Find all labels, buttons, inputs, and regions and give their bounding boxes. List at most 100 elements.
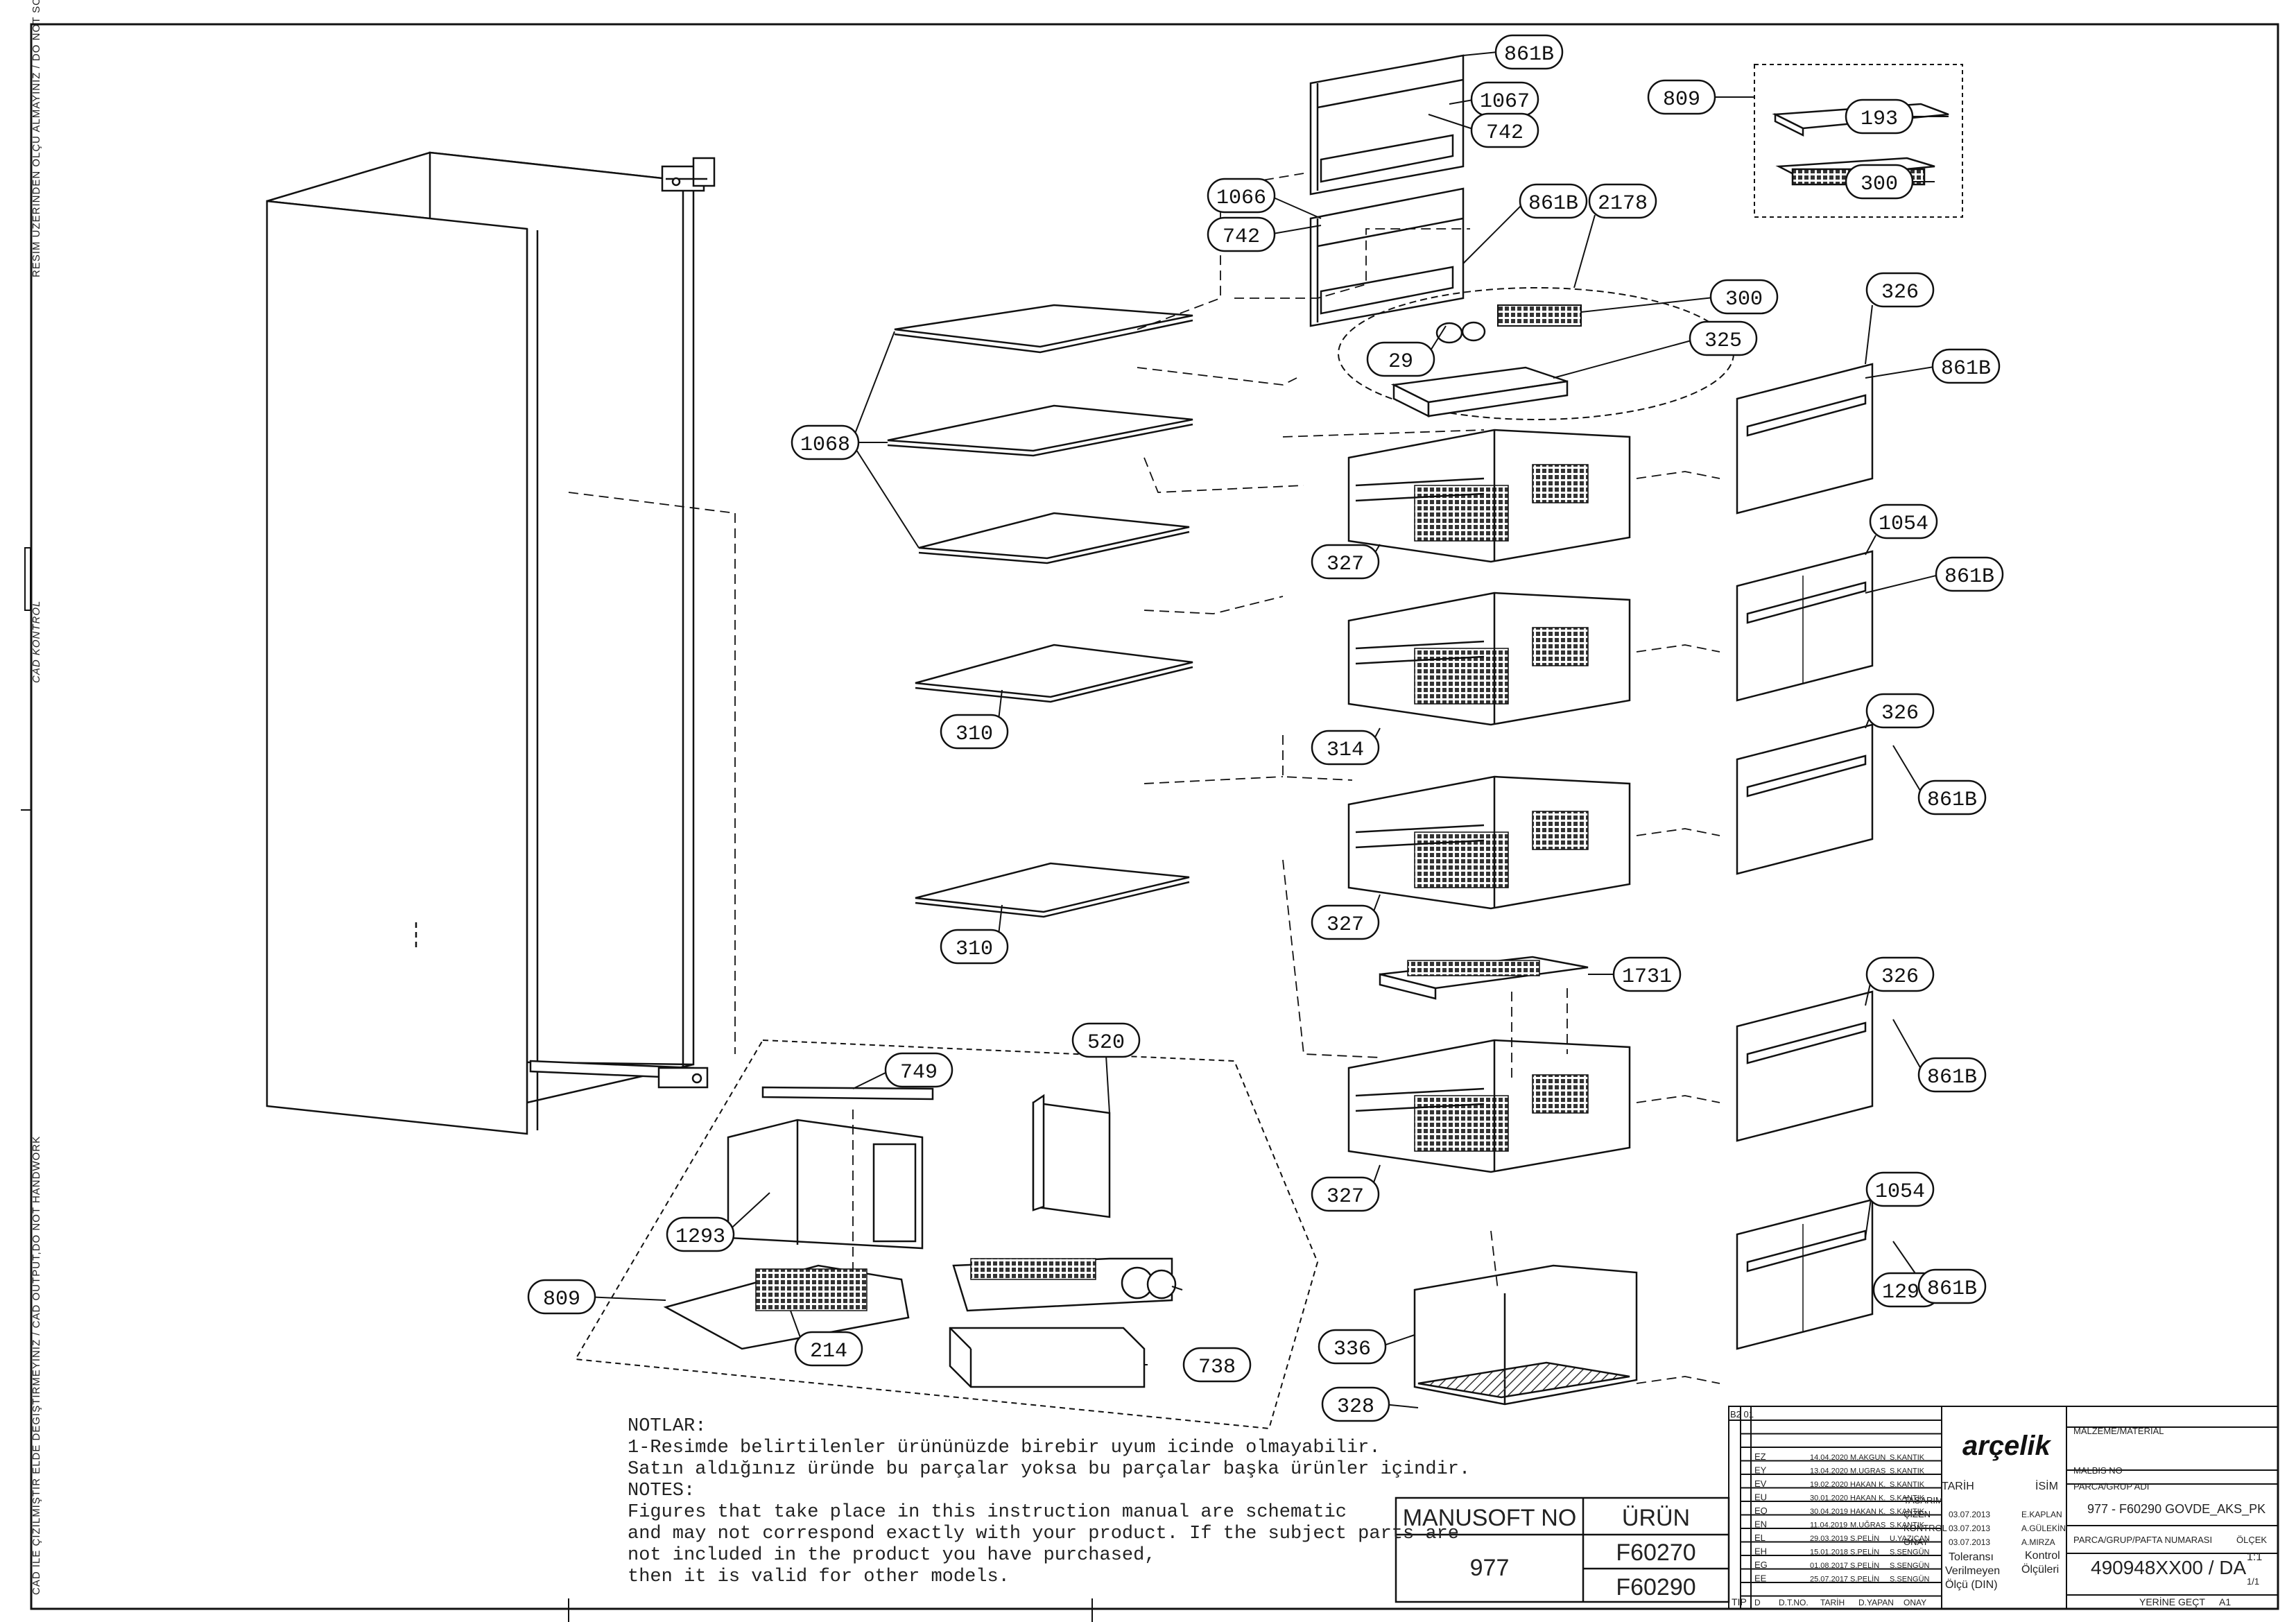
fan-group-parts [663, 1086, 1177, 1388]
kontrol-olcu-1: Kontrol [2025, 1550, 2060, 1562]
revision-code: EU [1754, 1492, 1767, 1503]
revision-by: S.PELİN [1850, 1534, 1879, 1543]
revision-date: 11.04.2019 [1810, 1521, 1847, 1530]
notes-line-1: 1-Resimde belirtilenler ürününüzde bireb… [628, 1438, 1381, 1458]
callout-label: 326 [1881, 281, 1919, 304]
callout-label: 1054 [1879, 512, 1928, 536]
callout-27: 861B [1917, 1057, 1987, 1093]
callout-label: 328 [1337, 1395, 1374, 1419]
callout-label: 326 [1881, 965, 1919, 989]
sheet-size: A1 [2219, 1596, 2231, 1607]
callout-19: 314 [1311, 730, 1380, 766]
callout-label: 809 [543, 1288, 580, 1311]
callout-36: 1054 [1865, 1171, 1935, 1207]
callout-label: 327 [1327, 913, 1364, 937]
revision-ok: S.KANTIK [1890, 1508, 1925, 1516]
callout-24: 310 [940, 929, 1009, 965]
callout-label: 310 [956, 938, 993, 961]
title-block [1728, 1406, 2279, 1610]
callout-22: 310 [940, 714, 1009, 750]
callout-label: 1054 [1875, 1180, 1925, 1204]
freezer-drawers [1347, 429, 1638, 1406]
revision-code: EE [1754, 1573, 1767, 1584]
revision-by: M.AKGUN [1850, 1453, 1885, 1462]
revision-code: EL [1754, 1533, 1766, 1543]
product-2: F60290 [1616, 1574, 1695, 1601]
notes-line-3: Figures that take place in this instruct… [628, 1502, 1347, 1523]
callout-label: 749 [900, 1061, 938, 1085]
callout-28: 749 [884, 1052, 953, 1088]
foot-tip: TIP [1732, 1596, 1747, 1607]
callout-2: 742 [1470, 112, 1539, 148]
callout-label: 300 [1725, 288, 1763, 311]
product-1: F60270 [1616, 1539, 1695, 1566]
revision-code: EY [1754, 1465, 1767, 1476]
callout-label: 325 [1704, 329, 1742, 353]
revision-ok: S.SENGÜN [1890, 1548, 1930, 1557]
callout-label: 861B [1927, 1277, 1977, 1301]
callout-label: 861B [1944, 565, 1994, 589]
callout-label: 29 [1388, 350, 1413, 374]
door-rack-fronts [1309, 54, 1465, 327]
revision-date: 15.01.2018 [1810, 1548, 1848, 1557]
foot-d: D [1754, 1598, 1761, 1607]
revision-date: 14.04.2020 [1810, 1453, 1848, 1462]
foot-onay: ONAY [1904, 1598, 1926, 1607]
onay-name: A.MIRZA [2021, 1537, 2055, 1547]
callout-37: 861B [1917, 1268, 1987, 1304]
callout-label: 1068 [800, 433, 850, 457]
revision-date: 30.01.2020 [1810, 1494, 1848, 1503]
malbis-label: MALBIS NO [2073, 1465, 2123, 1476]
callout-label: 861B [1927, 1066, 1977, 1089]
callout-label: 327 [1327, 1185, 1364, 1209]
isim-head: İSİM [2035, 1479, 2058, 1492]
callout-label: 336 [1333, 1338, 1371, 1361]
callout-14: 861B [1931, 348, 2001, 384]
revision-ok: S.SENGÜN [1890, 1576, 1930, 1584]
parca-name: 977 - F60290 GOVDE_AKS_PK [2087, 1502, 2265, 1517]
revision-date: 25.07.2017 [1810, 1576, 1848, 1584]
callout-17: 1054 [1869, 503, 1938, 540]
drawer-fronts [1736, 363, 1874, 1350]
part-number: 490948XX00 / DA [2091, 1557, 2246, 1578]
revision-date: 13.04.2020 [1810, 1467, 1848, 1476]
olcek-label: ÖLÇEK [2236, 1535, 2267, 1545]
callout-label: 327 [1327, 553, 1364, 576]
callout-39: 328 [1321, 1386, 1390, 1422]
revision-by: HAKAN K. [1850, 1481, 1885, 1489]
callout-35: 738 [1182, 1347, 1252, 1383]
callout-label: 193 [1861, 107, 1898, 131]
callout-4: 742 [1207, 216, 1276, 252]
revision-code: EN [1754, 1519, 1767, 1530]
cizen-label: ÇİZEN [1904, 1509, 1931, 1519]
cizen-date: 03.07.2013 [1949, 1510, 1990, 1519]
callout-label: 861B [1528, 192, 1578, 216]
revision-ok: S.KANTIK [1890, 1467, 1925, 1476]
callout-25: 1731 [1612, 956, 1682, 992]
revision-by: S.PELİN [1850, 1548, 1879, 1557]
kontrol-label: KONTROL [1904, 1523, 1947, 1533]
olcek-value: 1:1 [2247, 1551, 2262, 1563]
revision-code: EV [1754, 1478, 1767, 1489]
revision-date: 01.08.2017 [1810, 1562, 1848, 1570]
callout-18: 861B [1935, 556, 2004, 592]
revision-ok: S.KANTIK [1890, 1453, 1925, 1462]
revision-code: EH [1754, 1546, 1767, 1557]
callout-label: 214 [810, 1340, 847, 1363]
callout-30: 327 [1311, 1176, 1380, 1212]
ice-tray-group-frame [1754, 64, 1963, 218]
callout-23: 327 [1311, 904, 1380, 940]
callout-label: 1731 [1622, 965, 1672, 989]
tasarim-label: TASARIM [1904, 1495, 1943, 1505]
tarih-head: TARİH [1942, 1479, 1974, 1492]
callout-16: 327 [1311, 544, 1380, 580]
revision-date: 29.03.2019 [1810, 1535, 1848, 1543]
glass-shelves [887, 304, 1193, 918]
revision-by: S.PELİN [1850, 1561, 1879, 1570]
revision-by: HAKAN K. [1850, 1494, 1885, 1503]
callout-33: 809 [527, 1279, 596, 1315]
manusoft-head-right: ÜRÜN [1622, 1505, 1690, 1531]
callout-label: 1066 [1216, 187, 1266, 210]
foot-dtno: D.T.NO. [1779, 1598, 1809, 1607]
foot-tarih: TARİH [1820, 1598, 1845, 1607]
